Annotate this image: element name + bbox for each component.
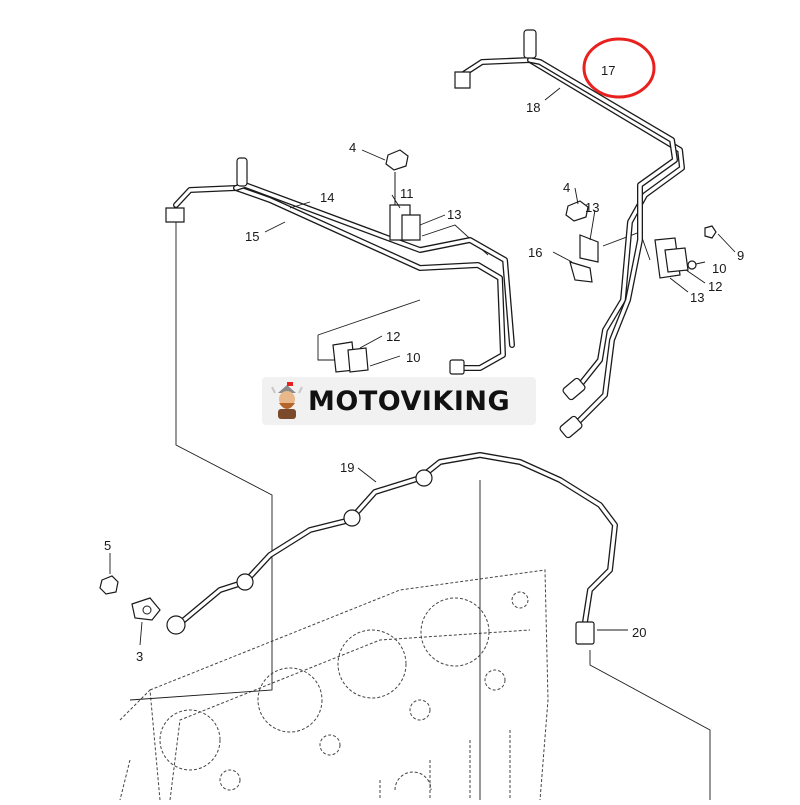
label-11: 11 — [400, 186, 414, 201]
watermark-text: MOTOVIKING — [308, 385, 511, 417]
label-18: 18 — [526, 100, 540, 115]
leader-lines — [129, 222, 711, 800]
label-4a: 4 — [349, 140, 356, 155]
label-10b: 10 — [406, 350, 420, 365]
label-4b: 4 — [563, 180, 570, 195]
label-20: 20 — [632, 625, 646, 640]
label-13c: 13 — [690, 290, 704, 305]
part-labels: 17 18 4 11 13 14 15 4 13 16 9 10 12 13 1… — [104, 63, 744, 664]
hardware — [99, 149, 717, 621]
label-9: 9 — [737, 248, 744, 263]
engine-block — [119, 569, 549, 801]
highlight-ring — [582, 37, 656, 99]
label-3: 3 — [136, 649, 143, 664]
pipe-17-18 — [454, 29, 685, 439]
viking-mascot-icon — [271, 382, 303, 419]
callout-leaders — [109, 87, 736, 646]
label-17: 17 — [601, 63, 615, 78]
pipe-14-15 — [165, 157, 515, 375]
label-13b: 13 — [585, 200, 599, 215]
pipe-19 — [166, 452, 618, 645]
label-15: 15 — [245, 229, 259, 244]
label-12a: 12 — [708, 279, 722, 294]
label-5: 5 — [104, 538, 111, 553]
watermark-badge: MOTOVIKING — [262, 377, 536, 425]
label-13a: 13 — [447, 207, 461, 222]
label-16: 16 — [528, 245, 542, 260]
label-14: 14 — [320, 190, 334, 205]
label-19: 19 — [340, 460, 354, 475]
label-12b: 12 — [386, 329, 400, 344]
label-10a: 10 — [712, 261, 726, 276]
